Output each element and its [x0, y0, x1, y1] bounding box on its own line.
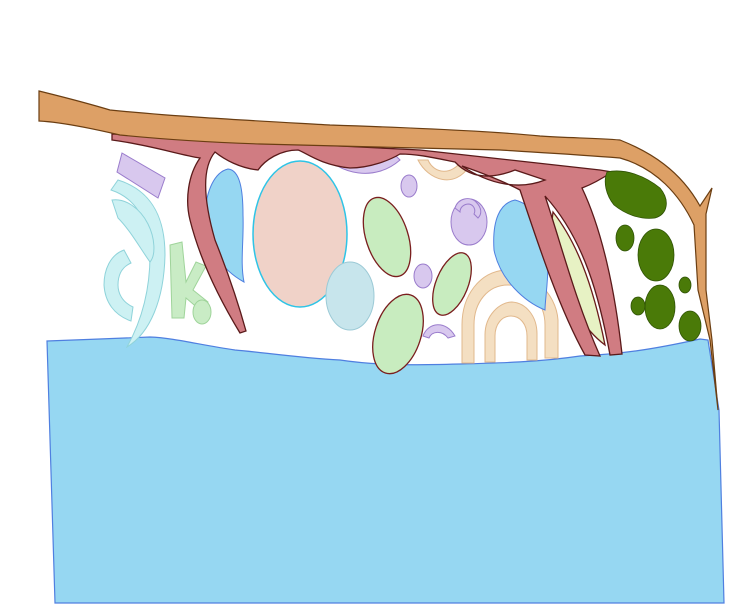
green-ellipse-1 [362, 196, 412, 278]
lavender-small-oval [400, 174, 418, 198]
pale-green-dot [192, 299, 212, 325]
lavender-small-arc [422, 324, 456, 339]
dark-green-blob-center [637, 228, 675, 282]
dark-green-blob-left [615, 224, 635, 252]
dark-green-blob-top [604, 170, 667, 219]
pale-cyan-blob [111, 199, 155, 263]
lavender-hook [454, 198, 482, 219]
green-ellipse-3 [372, 293, 424, 375]
dark-green-blob-small [678, 276, 692, 294]
light-blue-circle [325, 261, 375, 331]
peach-inner-arc [484, 301, 538, 363]
dark-green-blob-tiny [630, 296, 646, 316]
outer-band [38, 90, 719, 411]
pink-oval [252, 160, 348, 308]
dark-green-blob-low [644, 284, 676, 330]
pale-green-k-shape [169, 241, 209, 319]
lavender-tiny-oval [413, 263, 433, 289]
dark-green-blob-right [678, 310, 702, 342]
lavender-wedge [116, 152, 166, 199]
pale-cyan-c-shape [103, 249, 134, 322]
green-ellipse-2 [432, 252, 472, 316]
arches [111, 133, 623, 357]
lower-region [46, 336, 725, 604]
